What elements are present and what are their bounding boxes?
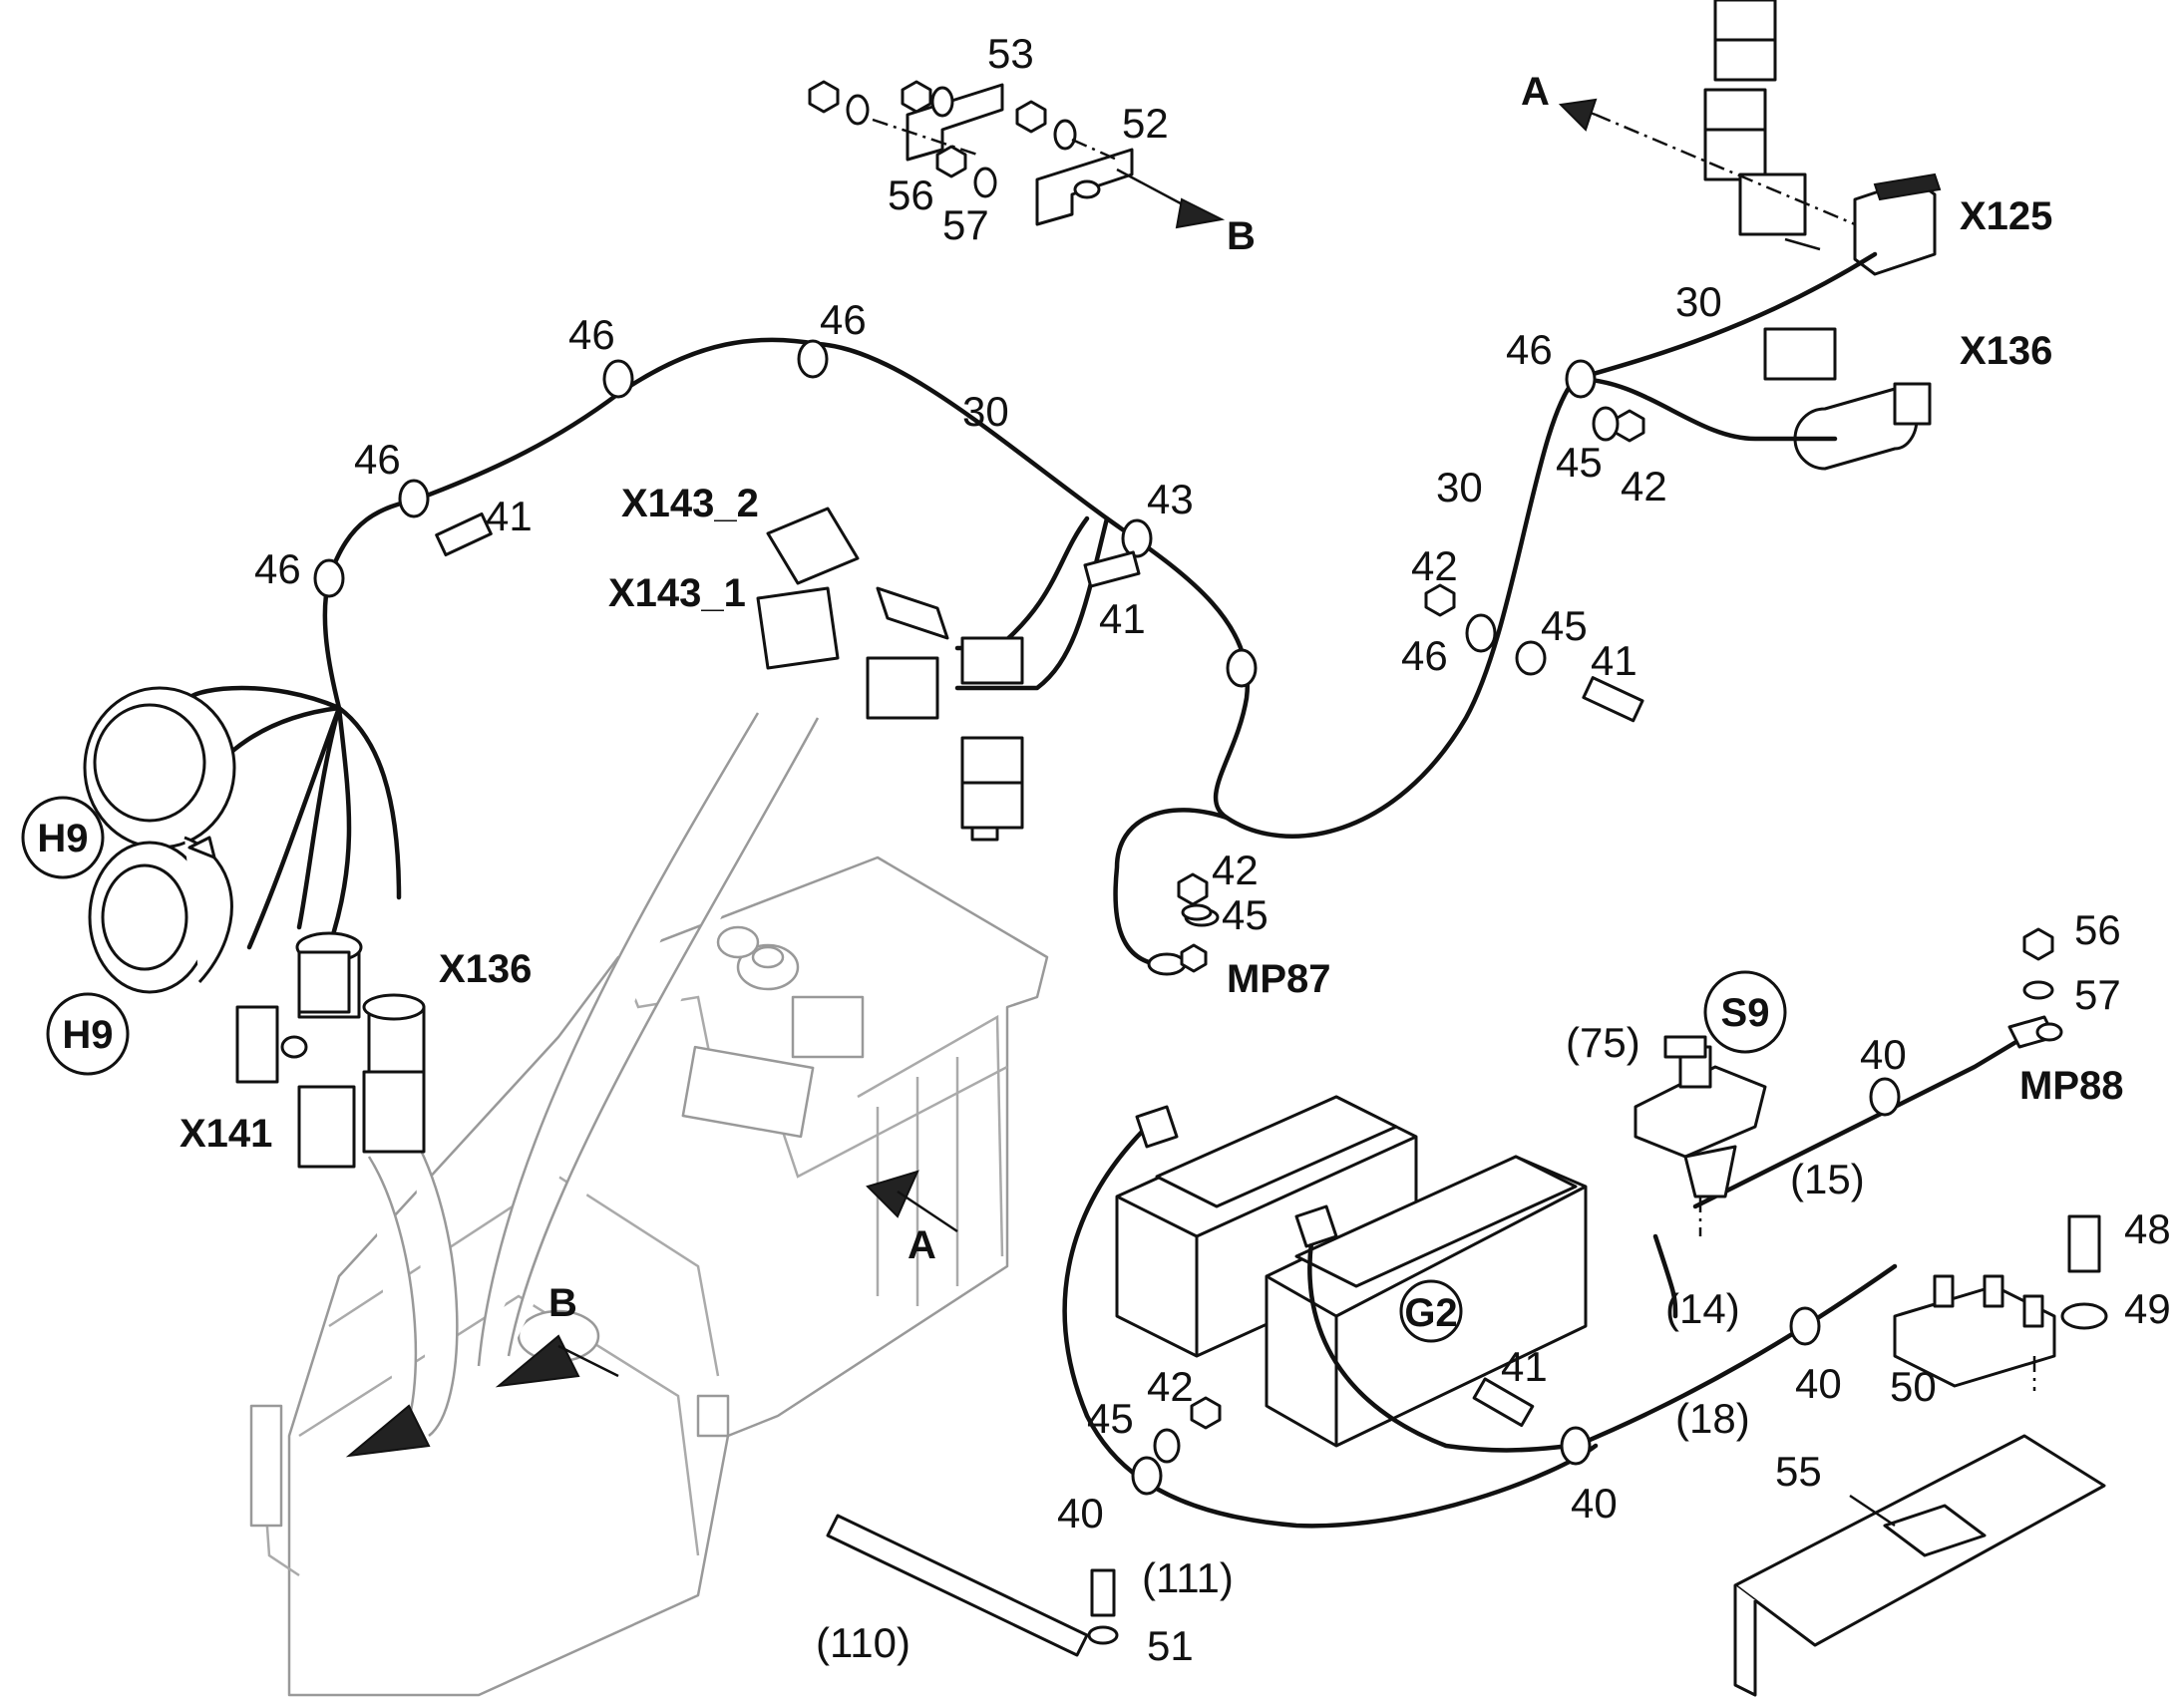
label-46: 46 xyxy=(820,296,867,343)
label-41: 41 xyxy=(1501,1343,1548,1390)
badge-s9: S9 xyxy=(1721,991,1770,1035)
x143-connectors xyxy=(756,507,1024,842)
label-56: 56 xyxy=(888,171,934,218)
frame-callout-arrows xyxy=(345,712,958,1458)
ref-mp88: MP88 xyxy=(2019,1064,2124,1108)
mp87-terminal xyxy=(1180,903,1213,973)
ref-x136-upper: X136 xyxy=(1960,329,2052,373)
label-111: (111) xyxy=(1142,1554,1234,1601)
label-46: 46 xyxy=(1506,326,1553,373)
label-40: 40 xyxy=(1795,1360,1842,1407)
label-43: 43 xyxy=(1147,476,1194,522)
badge-h9-circle xyxy=(21,796,105,879)
cable-clamps xyxy=(313,339,1597,688)
label-45: 45 xyxy=(1222,891,1269,938)
label-110: (110) xyxy=(816,1619,910,1666)
badge-h9: H9 xyxy=(62,1013,113,1057)
label-15: (15) xyxy=(1790,1156,1865,1202)
label-46: 46 xyxy=(1401,632,1448,679)
strap-bar xyxy=(826,1514,1119,1657)
label-arrow-a: A xyxy=(1521,70,1550,114)
ref-x136-lower: X136 xyxy=(439,947,532,991)
label-55: 55 xyxy=(1775,1448,1822,1495)
ref-x125: X125 xyxy=(1960,194,2052,238)
relay-assembly xyxy=(1893,1214,2108,1391)
ref-x143-1: X143_1 xyxy=(608,571,746,615)
label-53: 53 xyxy=(987,30,1034,77)
label-arrow-a-frame: A xyxy=(908,1223,936,1267)
battery-switch xyxy=(1634,1035,1767,1236)
ref-mp87: MP87 xyxy=(1227,957,1331,1001)
label-arrow-b-frame: B xyxy=(548,1281,577,1325)
label-49: 49 xyxy=(2124,1285,2171,1332)
label-41: 41 xyxy=(486,493,533,539)
label-42: 42 xyxy=(1212,847,1259,893)
circled-badges: H9 H9 S9 G2 xyxy=(21,796,1787,1335)
label-48: 48 xyxy=(2124,1205,2171,1252)
label-41: 41 xyxy=(1591,637,1637,684)
label-40: 40 xyxy=(1860,1031,1907,1078)
badge-s9-circle xyxy=(1703,970,1787,1054)
label-51: 51 xyxy=(1147,1622,1194,1669)
label-45: 45 xyxy=(1087,1395,1134,1442)
label-30: 30 xyxy=(1675,278,1722,325)
left-connectors xyxy=(235,931,426,1169)
label-42: 42 xyxy=(1411,542,1458,589)
harness-wires xyxy=(186,251,1878,968)
label-41: 41 xyxy=(1099,595,1146,642)
label-46: 46 xyxy=(354,436,401,483)
label-40: 40 xyxy=(1571,1480,1618,1527)
label-18: (18) xyxy=(1675,1395,1750,1442)
battery-assembly xyxy=(1115,1095,1588,1448)
label-57: 57 xyxy=(942,201,989,248)
label-45: 45 xyxy=(1541,602,1588,649)
label-56: 56 xyxy=(2074,906,2121,953)
label-40: 40 xyxy=(1057,1490,1104,1537)
label-45: 45 xyxy=(1556,439,1603,486)
battery-cables xyxy=(1062,1034,2027,1529)
badge-h9-circle xyxy=(46,992,130,1076)
label-14: (14) xyxy=(1665,1285,1740,1332)
badge-g2: G2 xyxy=(1404,1291,1457,1335)
terminal-bracket-assembly xyxy=(808,80,1226,229)
ref-x143-2: X143_2 xyxy=(621,482,759,525)
label-50: 50 xyxy=(1890,1363,1937,1410)
fasteners xyxy=(435,406,1645,1464)
label-46: 46 xyxy=(568,311,615,358)
badge-h9: H9 xyxy=(37,817,88,860)
label-42: 42 xyxy=(1621,463,1667,510)
label-30: 30 xyxy=(962,388,1009,435)
label-42: 42 xyxy=(1147,1363,1194,1410)
x136-connector-upper xyxy=(1763,327,1932,471)
ref-x141: X141 xyxy=(180,1112,272,1156)
reference-designators: X125 X136 X136 X143_2 X143_1 X141 MP87 M… xyxy=(180,194,2124,1156)
x125-connector-assembly xyxy=(1558,0,1942,276)
label-arrow-b: B xyxy=(1227,214,1256,258)
callout-labels: 53 52 56 57 B A 46 46 46 46 46 46 30 30 … xyxy=(254,30,2171,1669)
mp88-terminal xyxy=(2007,927,2063,1049)
label-52: 52 xyxy=(1122,100,1169,147)
label-30: 30 xyxy=(1436,464,1483,511)
label-46: 46 xyxy=(254,545,301,592)
horns xyxy=(83,686,236,994)
mounting-plate xyxy=(1733,1434,2106,1697)
label-75: (75) xyxy=(1566,1019,1640,1066)
label-57: 57 xyxy=(2074,971,2121,1018)
